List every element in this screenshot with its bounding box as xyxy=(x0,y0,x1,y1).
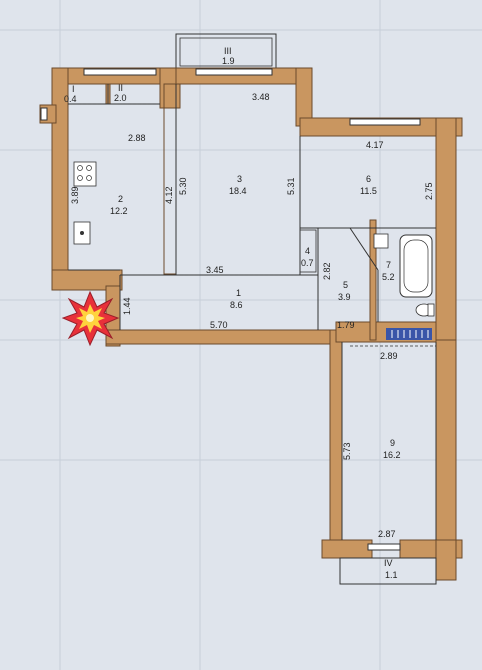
room-number: I xyxy=(72,84,75,94)
room-area: 8.6 xyxy=(230,300,243,310)
room-number: 2 xyxy=(118,194,123,204)
dim-2-75: 2.75 xyxy=(424,182,434,200)
dim-5-70: 5.70 xyxy=(210,320,228,330)
room-3-label: 3 18.4 xyxy=(229,174,247,196)
room-number: IV xyxy=(384,558,393,568)
room-area: 12.2 xyxy=(110,206,128,216)
stove-icon xyxy=(73,161,97,187)
room-area: 16.2 xyxy=(383,450,401,460)
dim-3-48: 3.48 xyxy=(252,92,270,102)
dim-3-89: 3.89 xyxy=(70,186,80,204)
room-area: 0.4 xyxy=(64,94,77,104)
room-number: II xyxy=(118,83,123,93)
room-area: 1.9 xyxy=(222,56,235,66)
dim-4-12: 4.12 xyxy=(164,186,174,204)
room-area: 0.7 xyxy=(301,258,314,268)
dim-2-87: 2.87 xyxy=(378,529,396,539)
room-5-label: 5 3.9 xyxy=(338,280,351,302)
room-IV-label: IV 1.1 xyxy=(384,558,398,580)
dimension-labels: 2.88 3.48 4.17 3.89 4.12 5.30 5.31 2.75 … xyxy=(70,92,434,539)
room-2-label: 2 12.2 xyxy=(110,194,128,216)
dim-2-88: 2.88 xyxy=(128,133,146,143)
dimension-lines xyxy=(68,103,436,347)
room-9-label: 9 16.2 xyxy=(383,438,401,460)
sink-icon xyxy=(73,221,91,245)
room-4-label: 4 0.7 xyxy=(301,246,314,268)
room-III-label: III 1.9 xyxy=(222,46,235,66)
room-number: 7 xyxy=(386,260,391,270)
bathtub-icon xyxy=(399,234,433,298)
room-number: 3 xyxy=(237,174,242,184)
dim-1-79: 1.79 xyxy=(337,320,355,330)
room-area: 11.5 xyxy=(360,186,377,196)
room-6-label: 6 11.5 xyxy=(360,174,377,196)
sink-icon xyxy=(373,233,389,249)
toilet-icon xyxy=(415,303,435,317)
room-area: 3.9 xyxy=(338,292,351,302)
room-area: 1.1 xyxy=(385,570,398,580)
room-number: 1 xyxy=(236,288,241,298)
radiator-icon xyxy=(386,328,432,340)
dim-5-30: 5.30 xyxy=(178,177,188,195)
closet-4-outline xyxy=(299,229,317,273)
room-number: 4 xyxy=(305,246,310,256)
room-number: 9 xyxy=(390,438,395,448)
dim-4-17: 4.17 xyxy=(366,140,384,150)
dim-1-44: 1.44 xyxy=(122,297,132,315)
burst-sticker-icon xyxy=(61,290,120,347)
windows xyxy=(40,68,421,551)
room-area: 18.4 xyxy=(229,186,247,196)
room-area: 5.2 xyxy=(382,272,395,282)
room-area: 2.0 xyxy=(114,93,127,103)
dim-3-45: 3.45 xyxy=(206,265,224,275)
dim-2-82: 2.82 xyxy=(322,262,332,280)
room-7-label: 7 5.2 xyxy=(382,260,395,282)
room-number: 6 xyxy=(366,174,371,184)
room-II-label: II 2.0 xyxy=(114,83,127,103)
room-1-label: 1 8.6 xyxy=(230,288,243,310)
dim-5-31: 5.31 xyxy=(286,177,296,195)
room-number: 5 xyxy=(343,280,348,290)
dim-5-73: 5.73 xyxy=(342,442,352,460)
room-I-label: I 0.4 xyxy=(64,84,77,104)
room-number: III xyxy=(224,46,232,56)
dim-2-89: 2.89 xyxy=(380,351,398,361)
